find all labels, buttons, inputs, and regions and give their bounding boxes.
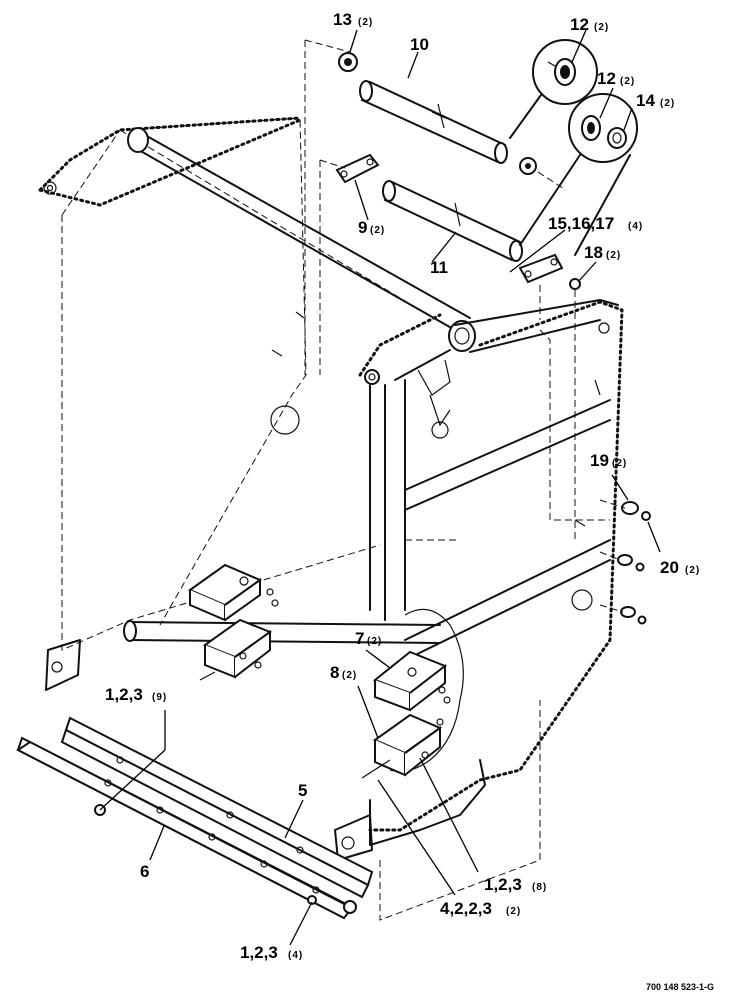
svg-text:19: 19 — [590, 451, 609, 470]
upper-roller — [338, 52, 537, 175]
svg-text:(2): (2) — [342, 670, 357, 681]
svg-text:12: 12 — [570, 15, 589, 34]
svg-text:5: 5 — [298, 781, 307, 800]
bearing-detail-12 — [509, 39, 598, 139]
callout-14: 14 (2) — [636, 91, 675, 110]
svg-text:(4): (4) — [628, 221, 643, 232]
callout-6: 6 — [140, 862, 149, 881]
drawing-code: 700 148 523-1-G — [646, 982, 714, 992]
callout-4-2-2-3: 4,2,2,3 (2) — [440, 899, 521, 918]
bottom-cross-tube — [123, 620, 441, 644]
svg-text:15,16,17: 15,16,17 — [548, 214, 614, 233]
top-cross-tube — [127, 127, 476, 352]
callout-13: 13 (2) — [333, 10, 373, 29]
callout-9: 9 (2) — [358, 218, 385, 237]
callout-12-top: 12 (2) — [570, 15, 609, 34]
rear-bracket-lower — [199, 618, 273, 681]
front-bracket-upper — [372, 650, 451, 712]
svg-text:(9): (9) — [152, 692, 167, 703]
rear-bracket-upper — [187, 563, 279, 622]
svg-text:(2): (2) — [370, 225, 385, 236]
leader-lines — [99, 29, 661, 946]
svg-text:(2): (2) — [358, 17, 373, 28]
lower-roller — [382, 180, 523, 262]
callout-19: 19 (2) — [590, 451, 627, 470]
svg-text:1,2,3: 1,2,3 — [240, 943, 278, 962]
callout-5: 5 — [298, 781, 307, 800]
svg-text:(2): (2) — [594, 22, 609, 33]
callout-8: 8 (2) — [330, 663, 357, 682]
callout-7: 7 (2) — [355, 629, 382, 648]
front-bracket-lower — [361, 713, 444, 779]
angle-strip-6 — [16, 736, 357, 920]
svg-text:7: 7 — [355, 629, 364, 648]
svg-text:(2): (2) — [612, 458, 627, 469]
svg-text:(8): (8) — [532, 882, 547, 893]
svg-text:4,2,2,3: 4,2,2,3 — [440, 899, 492, 918]
callout-20: 20 (2) — [660, 558, 700, 577]
svg-text:1,2,3: 1,2,3 — [484, 875, 522, 894]
callout-18: 18 (2) — [584, 243, 621, 262]
front-frame-side — [334, 299, 624, 921]
svg-text:13: 13 — [333, 10, 352, 29]
svg-text:8: 8 — [330, 663, 339, 682]
svg-text:(2): (2) — [367, 636, 382, 647]
svg-text:10: 10 — [410, 35, 429, 54]
svg-text:12: 12 — [597, 69, 616, 88]
front-frame-foot — [334, 814, 373, 861]
svg-text:18: 18 — [584, 243, 603, 262]
callout-15-16-17: 15,16,17 (4) — [548, 214, 643, 233]
callout-11: 11 — [430, 258, 448, 277]
rear-frame-foot — [45, 639, 81, 691]
angle-strip-5 — [60, 716, 374, 899]
svg-text:(4): (4) — [288, 950, 303, 961]
bearing-detail-12-14 — [519, 93, 638, 256]
roller-plate-right — [518, 253, 581, 290]
washer-nut-group — [599, 499, 651, 625]
svg-text:6: 6 — [140, 862, 149, 881]
svg-text:(2): (2) — [660, 98, 675, 109]
callout-1-2-3-4: 1,2,3 (4) — [240, 943, 303, 962]
callout-12-detail: 12 (2) — [597, 69, 635, 88]
callout-10: 10 — [410, 35, 429, 54]
svg-text:(2): (2) — [685, 565, 700, 576]
roller-assembly-lines — [304, 39, 576, 540]
callout-1-2-3-9: 1,2,3 (9) — [105, 685, 167, 704]
svg-text:(2): (2) — [506, 906, 521, 917]
roller-plate-left — [335, 153, 380, 184]
svg-text:11: 11 — [430, 258, 448, 277]
rear-frame-hole — [270, 405, 300, 435]
svg-text:(2): (2) — [620, 76, 635, 87]
svg-text:20: 20 — [660, 558, 679, 577]
svg-text:(2): (2) — [606, 250, 621, 261]
svg-text:14: 14 — [636, 91, 655, 110]
svg-text:9: 9 — [358, 218, 367, 237]
svg-text:1,2,3: 1,2,3 — [105, 685, 143, 704]
callout-1-2-3-8: 1,2,3 (8) — [484, 875, 547, 894]
